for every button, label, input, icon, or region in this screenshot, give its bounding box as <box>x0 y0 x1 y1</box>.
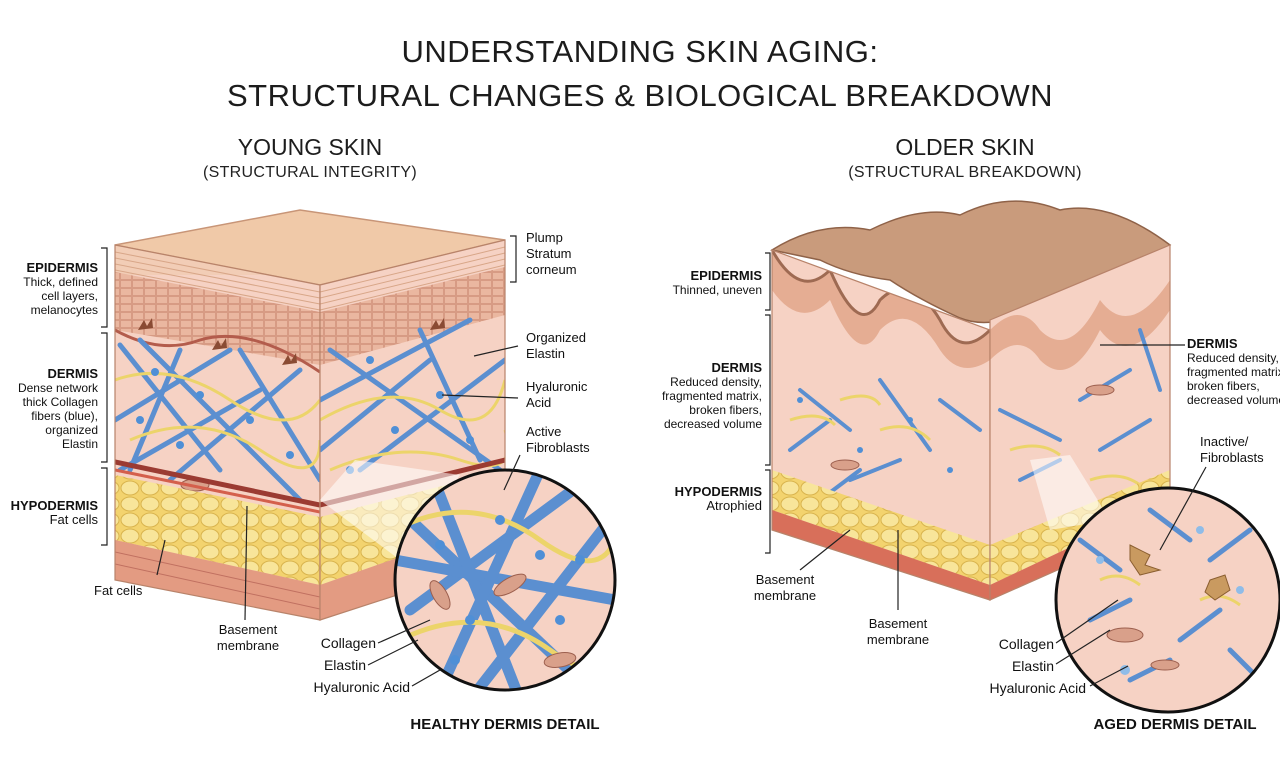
older-subheading: (STRUCTURAL BREAKDOWN) <box>848 164 1082 181</box>
young-fat-cells-label: Fat cells <box>94 583 143 598</box>
older-dermis-desc-4: decreased volume <box>663 417 762 431</box>
young-dermis-desc-1: Dense network <box>17 381 98 395</box>
older-detail-circle <box>1054 486 1280 714</box>
young-heading: YOUNG SKIN <box>237 134 383 160</box>
young-elastin-1: Organized <box>526 330 586 345</box>
older-right-dermis-desc-4: decreased volume <box>1187 393 1280 407</box>
young-epidermis-desc-3: melanocytes <box>30 303 98 317</box>
main-title-line1: UNDERSTANDING SKIN AGING: <box>401 34 879 69</box>
older-basement-left-1: Basement <box>755 572 815 587</box>
young-hypodermis-label: HYPODERMIS Fat cells <box>0 498 98 527</box>
older-detail-elastin: Elastin <box>1011 658 1054 674</box>
older-dermis-label: DERMIS Reduced density, fragmented matri… <box>630 360 762 431</box>
young-subheading: (STRUCTURAL INTEGRITY) <box>202 164 417 181</box>
older-hypodermis-label: HYPODERMIS Atrophied <box>640 484 762 513</box>
older-detail-hyaluronic: Hyaluronic Acid <box>989 680 1087 696</box>
young-dermis-desc-2: thick Collagen <box>22 395 98 409</box>
main-title-line2: STRUCTURAL CHANGES & BIOLOGICAL BREAKDOW… <box>226 78 1054 113</box>
older-epidermis-title: EPIDERMIS <box>690 268 762 283</box>
older-right-dermis-title: DERMIS <box>1187 336 1238 351</box>
older-epidermis-desc: Thinned, uneven <box>672 283 762 297</box>
young-hyaluronic-1: Hyaluronic <box>526 379 588 394</box>
young-stratum-label: Plump Stratum corneum <box>526 230 577 278</box>
older-fibroblasts-2: Fibroblasts <box>1200 450 1264 465</box>
older-fibroblasts-label: Inactive/ Fibroblasts <box>1200 434 1280 466</box>
older-right-dermis-desc-2: fragmented matrix, <box>1187 365 1280 379</box>
older-basement-left-label: Basement membrane <box>735 572 835 604</box>
older-basement-center-label: Basement membrane <box>848 616 948 648</box>
young-dermis-title: DERMIS <box>47 366 98 381</box>
young-basement-label: Basement membrane <box>198 622 298 654</box>
young-epidermis-label: EPIDERMIS Thick, defined cell layers, me… <box>0 260 98 317</box>
older-right-dermis-desc-1: Reduced density, <box>1187 351 1279 365</box>
young-fibroblasts-2: Fibroblasts <box>526 440 590 455</box>
annotation-lines <box>101 235 1207 687</box>
young-basement-1: Basement <box>218 622 278 637</box>
older-dermis-desc-2: fragmented matrix, <box>661 389 762 403</box>
older-dermis-desc-1: Reduced density, <box>670 375 762 389</box>
young-epidermis-title: EPIDERMIS <box>26 260 98 275</box>
young-basement-2: membrane <box>216 638 280 653</box>
young-dermis-desc-4: organized <box>45 423 98 437</box>
older-basement-center-1: Basement <box>868 616 928 631</box>
young-elastin-2: Elastin <box>526 346 566 361</box>
young-hyaluronic-2: Acid <box>526 395 552 410</box>
young-dermis-desc-3: fibers (blue), <box>31 409 98 423</box>
older-detail-caption: AGED DERMIS DETAIL <box>1093 716 1257 733</box>
older-hypodermis-desc: Atrophied <box>706 498 762 513</box>
older-dermis-title: DERMIS <box>711 360 762 375</box>
older-detail-collagen: Collagen <box>998 636 1054 652</box>
young-hyaluronic-label: Hyaluronic Acid <box>526 379 587 411</box>
young-stratum-1: Plump <box>526 230 563 245</box>
young-stratum-3: corneum <box>526 262 577 277</box>
older-basement-left-2: membrane <box>753 588 817 603</box>
young-dermis-label: DERMIS Dense network thick Collagen fibe… <box>0 366 98 451</box>
young-epidermis-desc-2: cell layers, <box>41 289 98 303</box>
older-fibroblasts-1: Inactive/ <box>1200 434 1249 449</box>
young-stratum-2: Stratum <box>526 246 572 261</box>
young-detail-collagen: Collagen <box>320 635 376 651</box>
young-detail-elastin: Elastin <box>323 657 366 673</box>
older-heading: OLDER SKIN <box>895 134 1035 160</box>
young-hypodermis-title: HYPODERMIS <box>10 498 98 513</box>
older-dermis-desc-3: broken fibers, <box>689 403 762 417</box>
older-skin-block <box>770 200 1172 601</box>
young-epidermis-desc-1: Thick, defined <box>23 275 98 289</box>
young-fibroblasts-label: Active Fibroblasts <box>526 424 590 456</box>
young-fibroblasts-1: Active <box>526 424 562 439</box>
young-detail-caption: HEALTHY DERMIS DETAIL <box>410 716 600 733</box>
older-epidermis-label: EPIDERMIS Thinned, uneven <box>640 268 762 297</box>
young-dermis-desc-5: Elastin <box>61 437 98 451</box>
young-detail-circle <box>393 468 617 692</box>
older-right-dermis-label: DERMIS Reduced density, fragmented matri… <box>1187 336 1280 407</box>
young-detail-hyaluronic: Hyaluronic Acid <box>313 679 411 695</box>
young-elastin-label: Organized Elastin <box>526 330 586 362</box>
young-hypodermis-desc: Fat cells <box>49 512 98 527</box>
older-hypodermis-title: HYPODERMIS <box>674 484 762 499</box>
older-right-dermis-desc-3: broken fibers, <box>1187 379 1260 393</box>
older-basement-center-2: membrane <box>866 632 930 647</box>
